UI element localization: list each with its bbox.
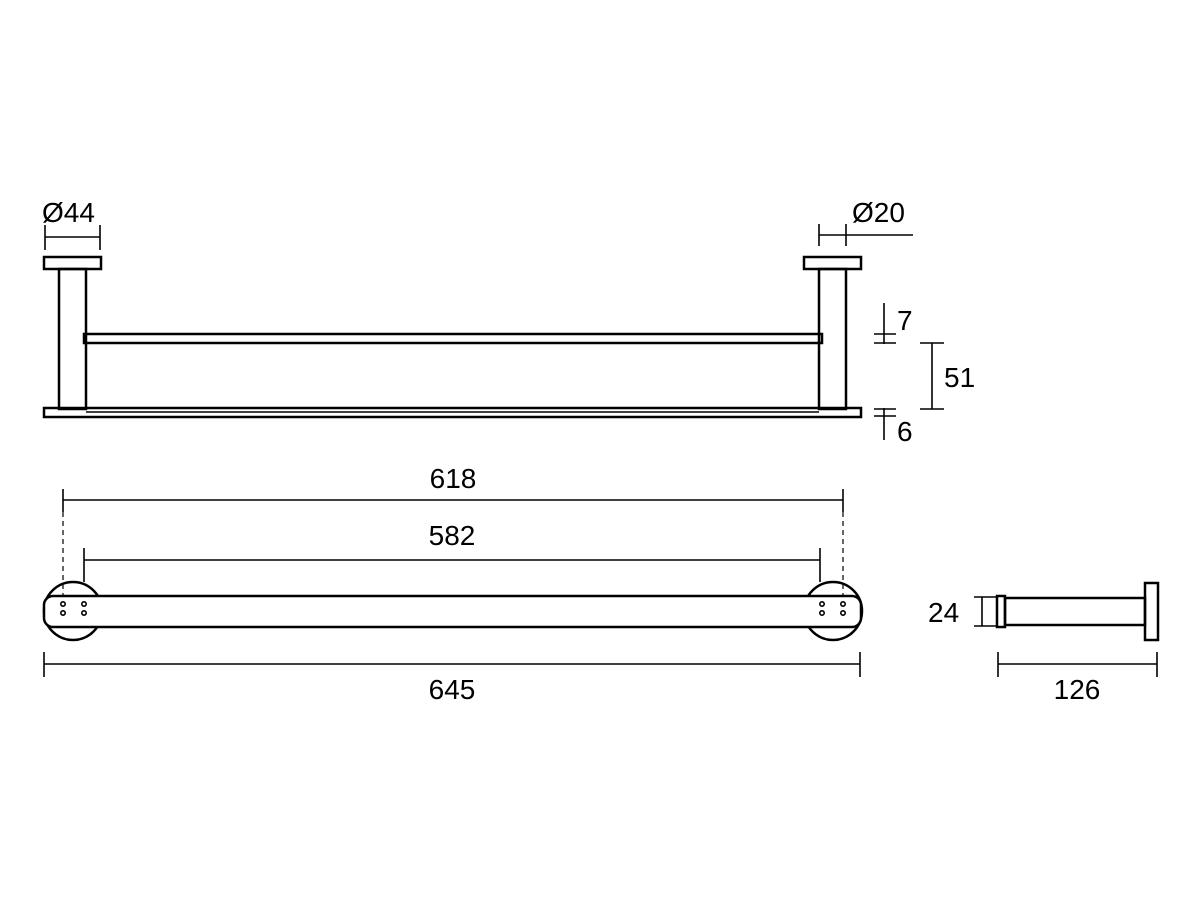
screw-hole	[839, 600, 846, 607]
dim-label-projection: 126	[1054, 674, 1101, 705]
dim-bracket-diameter: Ø44	[42, 197, 101, 250]
dim-side-height: 24	[928, 596, 997, 628]
side-wall-flange	[1143, 581, 1160, 642]
screw-hole	[59, 600, 66, 607]
dim-outer-centres: 618	[62, 463, 844, 600]
dim-shelf-thickness: 6	[874, 408, 913, 447]
screw-hole	[818, 600, 825, 607]
dim-label-rail-diameter: Ø20	[852, 197, 905, 228]
dim-label-shelf-thickness: 6	[897, 416, 913, 447]
side-rail	[1003, 596, 1147, 627]
plan-rail	[42, 594, 863, 629]
front-elevation	[42, 255, 863, 419]
left-post	[57, 267, 88, 411]
left-wall-flange	[42, 255, 103, 271]
dim-inner-centres: 582	[83, 520, 821, 582]
right-wall-flange	[802, 255, 863, 271]
dim-overall-length: 645	[43, 652, 861, 705]
screw-hole	[81, 609, 88, 616]
upper-rail	[82, 332, 824, 345]
dim-label-side-height: 24	[928, 597, 959, 628]
dim-projection: 126	[997, 652, 1158, 705]
dim-label-inner-centres: 582	[429, 520, 476, 551]
screw-hole	[839, 609, 846, 616]
dim-label-rail-spacing: 51	[944, 362, 975, 393]
screw-hole	[818, 609, 825, 616]
plan-view	[42, 580, 864, 642]
dim-label-overall-length: 645	[429, 674, 476, 705]
dim-rail-spacing: 51	[920, 342, 975, 410]
dim-label-rail-thickness: 7	[897, 305, 913, 336]
dim-label-outer-centres: 618	[430, 463, 477, 494]
dim-label-bracket-diameter: Ø44	[42, 197, 95, 228]
dim-rail-thickness: 7	[874, 303, 913, 344]
dim-rail-diameter: Ø20	[818, 197, 913, 246]
screw-hole	[81, 600, 88, 607]
screw-hole	[59, 609, 66, 616]
lower-shelf	[42, 406, 863, 419]
side-view	[995, 581, 1160, 642]
